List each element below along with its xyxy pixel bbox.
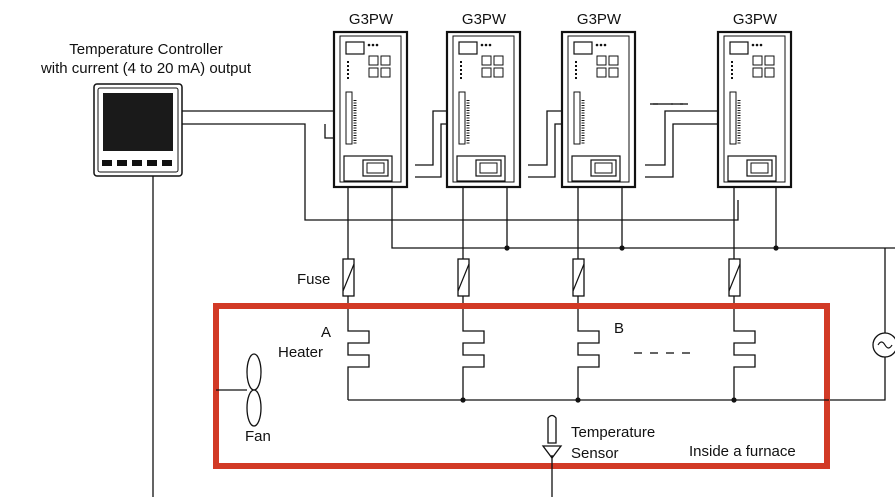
unit-label: G3PW bbox=[462, 11, 507, 28]
furnace-border bbox=[213, 303, 830, 469]
heater-a-label: A bbox=[321, 324, 331, 341]
sensor-label-line2: Sensor bbox=[571, 445, 619, 462]
heater-row: A Heater B bbox=[278, 320, 829, 403]
temperature-sensor: Temperature Sensor Inside a furnace bbox=[541, 414, 796, 497]
g3pw-unit-1: G3PW bbox=[332, 11, 409, 189]
fan-label: Fan bbox=[245, 428, 271, 445]
furnace-label: Inside a furnace bbox=[689, 443, 796, 460]
fuse-icon bbox=[728, 258, 741, 297]
heater-icon bbox=[347, 325, 370, 400]
controller-key-1 bbox=[102, 160, 112, 166]
fuse-label: Fuse bbox=[297, 271, 330, 288]
controller-key-3 bbox=[132, 160, 142, 166]
fuse-icon bbox=[457, 258, 470, 297]
heater-icon bbox=[462, 325, 485, 400]
heater-icon bbox=[733, 325, 756, 400]
fuse-row: Fuse bbox=[297, 258, 741, 325]
controller-title-line1: Temperature Controller bbox=[69, 41, 222, 58]
control-signal-wiring bbox=[182, 103, 739, 221]
g3pw-unit-2: G3PW bbox=[445, 11, 522, 189]
unit-label: G3PW bbox=[733, 11, 778, 28]
controller-key-5 bbox=[162, 160, 172, 166]
controller-key-2 bbox=[117, 160, 127, 166]
g3pw-unit-3: G3PW bbox=[560, 11, 637, 189]
heater-b-label: B bbox=[614, 320, 624, 337]
heater-label: Heater bbox=[278, 344, 323, 361]
fuse-icon bbox=[342, 258, 355, 297]
controller-title-line2: with current (4 to 20 mA) output bbox=[40, 60, 252, 77]
heater-icon bbox=[577, 325, 600, 400]
unit-label: G3PW bbox=[577, 11, 622, 28]
fan: Fan bbox=[216, 353, 271, 445]
fuse-icon bbox=[572, 258, 585, 297]
temperature-controller: Temperature Controller with current (4 t… bbox=[40, 41, 252, 177]
g3pw-unit-4: G3PW bbox=[716, 11, 793, 189]
unit-label: G3PW bbox=[349, 11, 394, 28]
fan-icon bbox=[246, 353, 262, 391]
controller-key-4 bbox=[147, 160, 157, 166]
power-wiring bbox=[347, 187, 895, 401]
sensor-label-line1: Temperature bbox=[571, 424, 655, 441]
controller-display bbox=[103, 93, 173, 151]
sensor-icon bbox=[547, 414, 557, 444]
